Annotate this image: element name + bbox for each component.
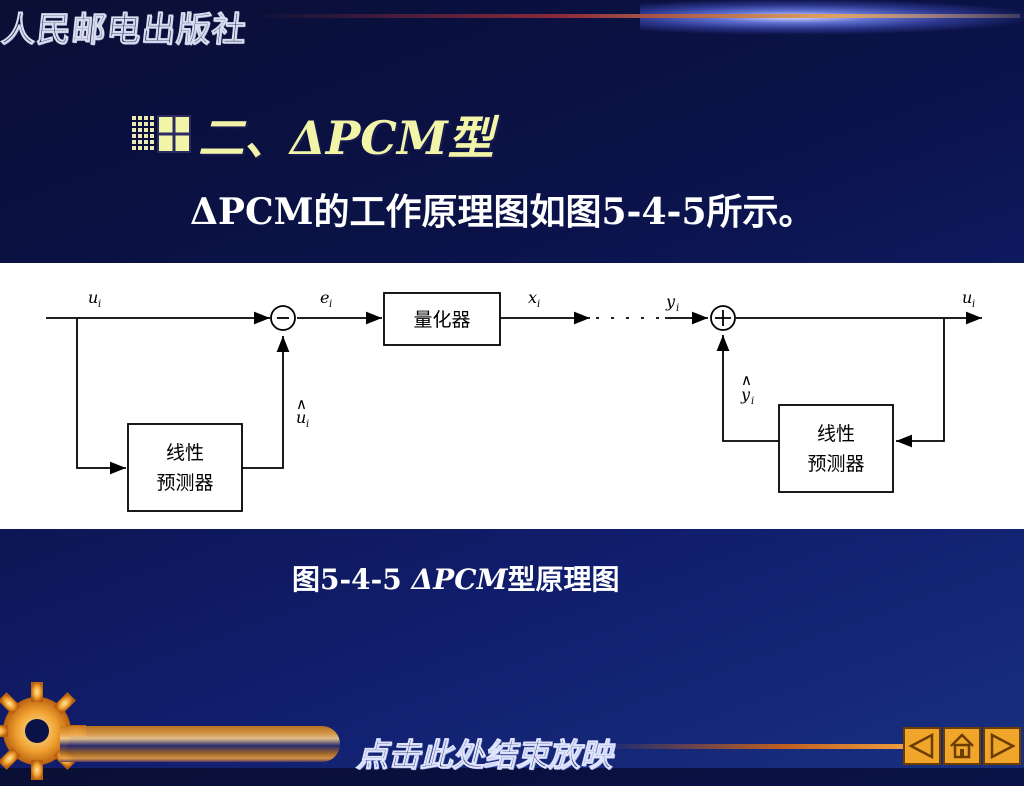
adder-junction	[710, 305, 736, 331]
triangle-left-icon	[908, 732, 934, 760]
quantizer-label: 量化器	[413, 309, 470, 331]
grid-bullet-icon	[132, 115, 191, 153]
label-y-sub: i	[676, 303, 679, 314]
encoder-predictor-label-1: 线性	[166, 442, 204, 464]
decoder-predictor-label-2: 预测器	[807, 453, 864, 475]
caption-italic: ΔPCM	[411, 563, 508, 596]
figure-caption: 图5-4-5 ΔPCM型原理图	[292, 558, 620, 598]
diagram-canvas: 量化器 线性 预测器 线性 预测器 u i e i x i y i u i ∧ …	[46, 288, 982, 512]
label-u-in: u	[88, 288, 98, 307]
slide-heading: 二、ΔPCM型	[132, 102, 494, 168]
dpcm-block-diagram: 量化器 线性 预测器 线性 预测器 u i e i x i y i u i ∧ …	[0, 263, 1024, 529]
label-u-hat-sub: i	[306, 419, 309, 430]
next-slide-button[interactable]	[983, 727, 1021, 765]
decoder-predictor-label-1: 线性	[817, 423, 855, 445]
input-branch-line	[76, 318, 126, 475]
output-branch-line	[896, 318, 945, 448]
publisher-logo: 人民邮电出版社	[0, 10, 249, 51]
heading-title: 二、ΔPCM型	[198, 111, 494, 165]
label-u-hat: u	[296, 408, 306, 427]
label-e: e	[320, 288, 329, 307]
decorative-bottom-line	[600, 744, 910, 749]
u-hat-mark: ∧	[296, 395, 307, 413]
slide-subtitle: ΔPCM的工作原理图如图5-4-5所示。	[190, 191, 815, 233]
home-icon	[950, 733, 974, 759]
home-slide-button[interactable]	[943, 727, 981, 765]
decorative-bottom-streak	[60, 726, 340, 762]
label-y-hat-sub: i	[751, 396, 754, 407]
subtractor-junction	[270, 305, 296, 331]
triangle-right-icon	[990, 732, 1016, 760]
label-u-in-sub: i	[98, 299, 101, 310]
encoder-predictor-block	[127, 423, 243, 512]
label-u-out-sub: i	[972, 299, 975, 310]
label-u-out: u	[962, 288, 972, 307]
quantizer-block	[383, 292, 501, 346]
encoder-predictor-label-2: 预测器	[156, 472, 213, 494]
label-e-sub: i	[329, 299, 332, 310]
label-y: y	[665, 292, 676, 311]
label-y-hat: y	[740, 385, 751, 404]
decoder-predictor-block	[778, 404, 894, 493]
caption-prefix: 图5-4-5	[292, 563, 402, 596]
prediction-feedback-line	[242, 336, 290, 469]
previous-slide-button[interactable]	[903, 727, 941, 765]
caption-suffix: 型原理图	[507, 563, 620, 596]
decorative-top-line	[250, 14, 1020, 18]
end-slideshow-link[interactable]: 点击此处结束放映	[355, 736, 613, 775]
y-hat-mark: ∧	[741, 371, 752, 389]
slide-navigation	[903, 727, 1023, 765]
label-x-sub: i	[537, 299, 540, 310]
label-x: x	[528, 288, 537, 307]
decoder-feedback-line	[716, 335, 779, 442]
